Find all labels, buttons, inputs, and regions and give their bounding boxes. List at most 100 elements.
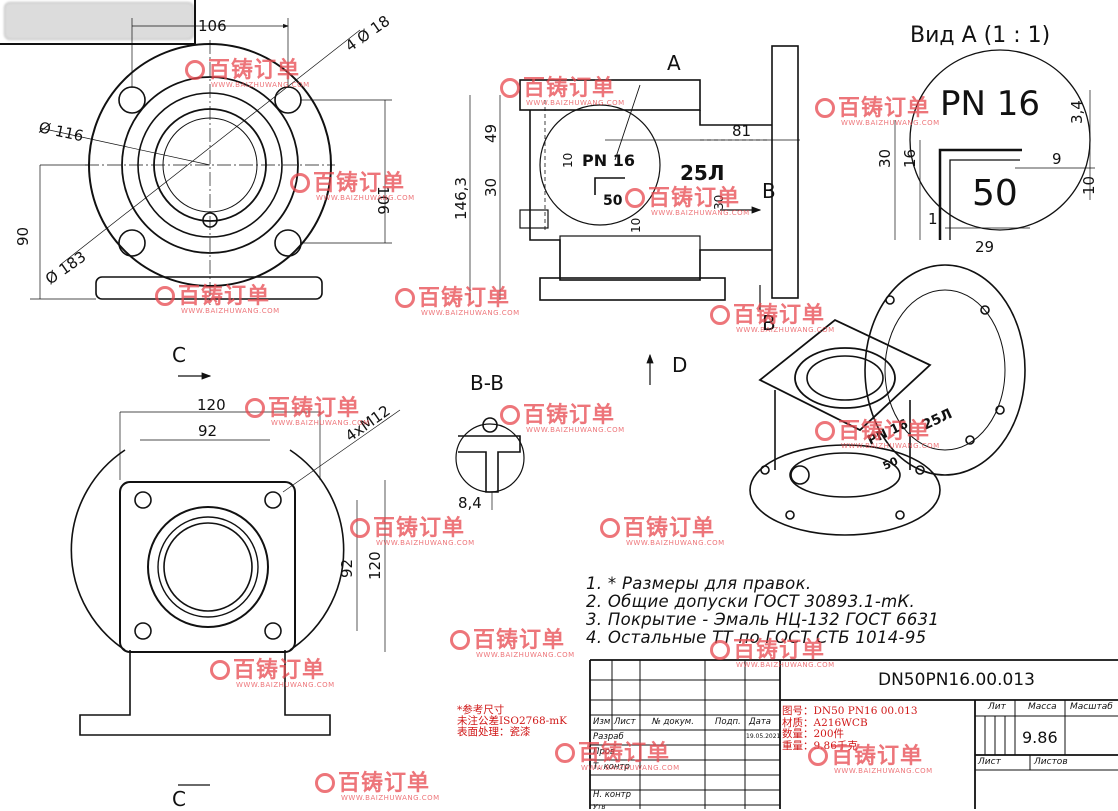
bottom-view [70,372,401,786]
dim-29-a: 29 [975,238,994,256]
cn-notes-left: *参考尺寸 未注公差ISO2768-mK 表面处理：瓷漆 [457,705,567,738]
watermark-logo-icon [185,60,205,80]
watermark-logo-icon [625,188,645,208]
section-label: B-B [470,371,504,395]
dim-90: 90 [14,227,32,246]
watermark-logo-icon [500,405,520,425]
tb-col-data: Дата [749,717,772,727]
dim-146: 146,3 [452,177,470,220]
view-a-detail [894,49,1095,240]
cn-left-2: 未注公差ISO2768-mK [457,715,568,727]
tb-col-doc: № докум. [652,717,694,727]
tb-col-izm: Изм [593,717,611,727]
tb-listov: Листов [1034,757,1068,767]
watermark-logo-icon [315,773,335,793]
watermark-logo-icon [210,660,230,680]
dim-16-a: 16 [901,149,919,168]
side-dn: 50 [603,193,623,209]
dim-30-a: 30 [876,149,894,168]
front-flange-view [30,18,392,305]
note-1: 1. * Размеры для правок. [586,574,812,593]
dim-49: 49 [482,124,500,143]
tb-massa: Масса [1028,702,1057,712]
cn-right-4: 重量：9.86千克 [782,739,858,752]
watermark-logo-icon [450,630,470,650]
watermark-logo-icon [815,98,835,118]
side-view [469,45,800,310]
watermark-logo-icon [290,173,310,193]
tb-list: Лист [978,757,1001,767]
label-b1: B [762,179,776,203]
watermark-logo-icon [815,421,835,441]
watermark-logo-icon [600,518,620,538]
dim-81: 81 [732,122,751,140]
view-a-title: Вид А (1 : 1) [910,23,1050,48]
dim-92-right: 92 [338,559,356,578]
view-a-dn: 50 [972,173,1018,214]
tb-row-tkontr: Т. контр [593,762,630,772]
dim-8-4: 8,4 [458,494,482,512]
watermark-logo-icon [500,78,520,98]
section-b-b [455,353,654,510]
tb-row-prov: Пров [593,747,615,757]
watermark-logo-icon [350,518,370,538]
tb-col-podp: Подп. [715,717,741,727]
tb-row-nkontr: Н. контр [593,790,632,800]
note-2: 2. Общие допуски ГОСТ 30893.1-mК. [586,592,916,611]
label-a: A [667,51,681,75]
dim-d116: Ø 116 [37,118,85,145]
note-4: 4. Остальные ТТ по ГОСТ СТБ 1014-95 [586,628,927,647]
cn-left-1: *参考尺寸 [457,704,505,716]
cn-right-1: 图号：DN50 PN16 00.013 [782,705,918,717]
watermark-logo-icon [808,746,828,766]
dim-1-a: 1 [928,210,938,228]
tb-lit: Лит [988,702,1006,712]
watermark-logo-icon [710,305,730,325]
watermark-logo-icon [710,640,730,660]
isometric-view [749,264,1026,536]
dim-3-4: 3,4 [1068,100,1086,124]
cn-right-3: 数量：200件 [782,728,845,740]
dim-10a: 10 [561,153,575,168]
dim-30b: 30 [712,195,726,210]
tb-col-list: Лист [614,717,636,727]
watermark-logo-icon [245,398,265,418]
tb-masshtab: Масштаб [1070,702,1113,712]
dim-10b: 10 [629,218,643,233]
iso-dn: 50 [881,454,901,472]
dim-10-a: 10 [1080,176,1098,195]
side-size: 25Л [680,161,724,185]
label-d: D [672,353,687,377]
tb-date: 19.05.2021 [746,733,781,740]
side-pn: PN 16 [582,151,635,170]
dim-holes: 4 Ø 18 [342,12,393,55]
cn-right-2: 材质：A216WCB [782,716,868,729]
dim-106-top: 106 [198,17,227,35]
technical-notes: 1. * Размеры для правок. 2. Общие допуск… [586,575,939,647]
dim-d183: Ø 183 [42,248,89,289]
dim-120-top: 120 [197,396,226,414]
cn-left-3: 表面处理：瓷漆 [457,726,531,738]
dim-120-right: 120 [366,551,384,580]
note-3: 3. Покрытие - Эмаль НЦ-132 ГОСТ 6631 [586,610,940,629]
label-c2: C [172,787,186,809]
dim-30: 30 [482,178,500,197]
